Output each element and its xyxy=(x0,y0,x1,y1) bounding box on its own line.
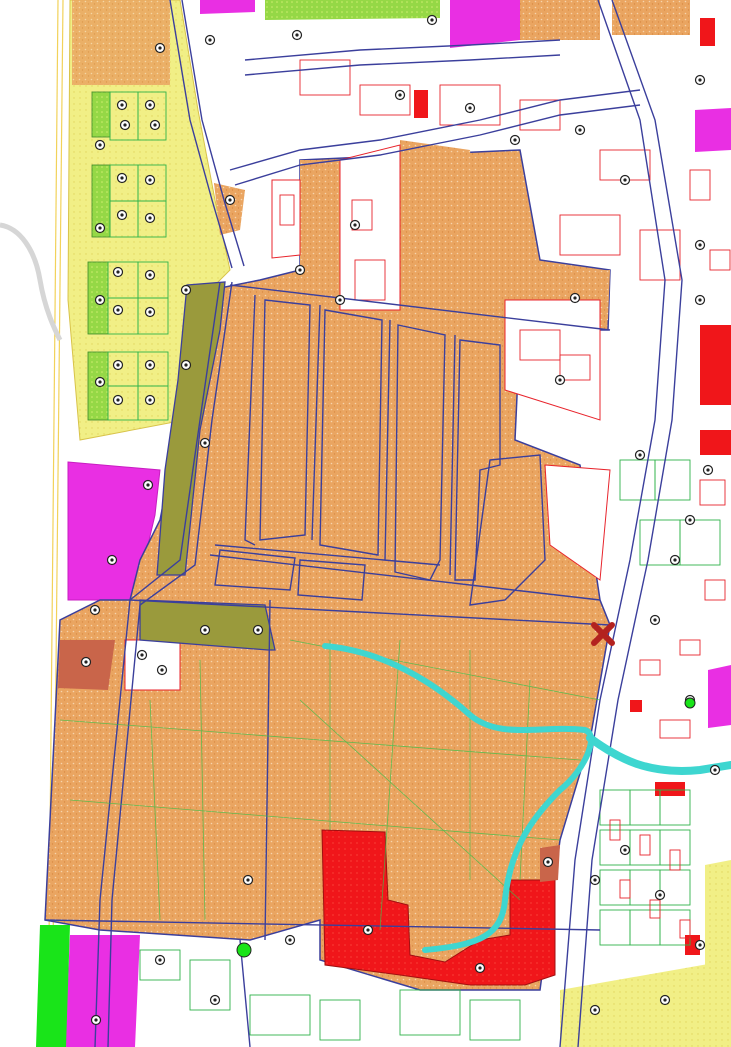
right-red-buildings xyxy=(414,18,731,955)
bottom-right-yellow-zone xyxy=(560,860,731,1047)
magenta-commercial-zones xyxy=(65,0,731,1047)
right-side-parcel-grid xyxy=(139,459,721,1041)
right-side-building-outlines xyxy=(609,169,731,939)
roundabout-circle xyxy=(236,942,252,958)
gray-road-ghost xyxy=(0,222,63,342)
red-industrial-zone xyxy=(321,829,560,986)
road-network xyxy=(44,0,683,1047)
stream xyxy=(322,643,731,953)
white-plot-building-outlines xyxy=(279,59,681,381)
yellow-zone-parcel-lines xyxy=(107,91,169,421)
top-green-strip xyxy=(265,0,440,20)
bottom-left-green-zone xyxy=(36,925,70,1047)
x-mark-icon xyxy=(591,622,615,646)
green-space-plots xyxy=(87,91,111,421)
top-orange-blocks xyxy=(214,0,690,235)
olive-park-zones xyxy=(139,281,276,651)
green-dot-right xyxy=(684,697,696,709)
